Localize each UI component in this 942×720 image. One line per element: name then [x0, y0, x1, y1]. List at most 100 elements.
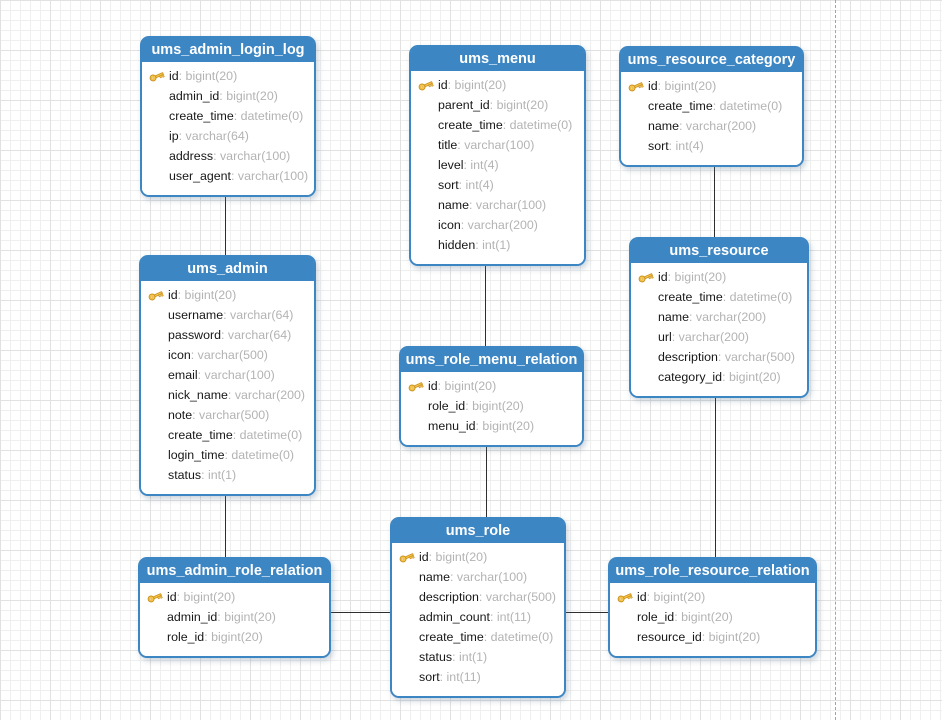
field-type: varchar(100) — [464, 138, 535, 152]
field-row-address[interactable]: addressvarchar(100) — [142, 146, 314, 166]
relationship-ums_role_menu_relation--ums_role[interactable] — [486, 445, 487, 519]
field-row-role_id[interactable]: role_idbigint(20) — [401, 396, 582, 416]
relationship-ums_admin_login_log--ums_admin[interactable] — [225, 195, 226, 257]
relationship-ums_admin_role_relation--ums_role[interactable] — [325, 612, 392, 613]
field-name: role_id — [167, 630, 211, 644]
field-row-name[interactable]: namevarchar(200) — [621, 116, 802, 136]
field-row-menu_id[interactable]: menu_idbigint(20) — [401, 416, 582, 436]
field-row-sort[interactable]: sortint(11) — [392, 667, 564, 687]
field-row-nick_name[interactable]: nick_namevarchar(200) — [141, 385, 314, 405]
field-row-name[interactable]: namevarchar(100) — [411, 195, 584, 215]
field-row-create_time[interactable]: create_timedatetime(0) — [621, 96, 802, 116]
field-row-level[interactable]: levelint(4) — [411, 155, 584, 175]
table-title: ums_menu — [459, 51, 536, 67]
field-name: icon — [168, 348, 198, 362]
field-row-name[interactable]: namevarchar(100) — [392, 567, 564, 587]
field-type: bigint(20) — [435, 550, 488, 564]
relationship-ums_resource_category--ums_resource[interactable] — [714, 165, 715, 239]
primary-key-icon — [148, 69, 166, 83]
table-header[interactable]: ums_resource_category — [621, 48, 802, 72]
table-ums_admin[interactable]: ums_admin idbigint(20)usernamevarchar(64)… — [139, 255, 316, 496]
field-row-resource_id[interactable]: resource_idbigint(20) — [610, 627, 815, 647]
field-row-url[interactable]: urlvarchar(200) — [631, 327, 807, 347]
field-name: login_time — [168, 448, 231, 462]
field-row-id[interactable]: idbigint(20) — [140, 587, 329, 607]
field-type: int(4) — [675, 139, 704, 153]
table-header[interactable]: ums_menu — [411, 47, 584, 71]
field-row-admin_id[interactable]: admin_idbigint(20) — [140, 607, 329, 627]
field-name: nick_name — [168, 388, 235, 402]
table-header[interactable]: ums_role_resource_relation — [610, 559, 815, 583]
field-row-title[interactable]: titlevarchar(100) — [411, 135, 584, 155]
relationship-ums_menu--ums_role_menu_relation[interactable] — [485, 264, 486, 348]
primary-key-icon — [147, 288, 165, 302]
relationship-ums_resource--ums_role_resource_relation[interactable] — [715, 396, 716, 559]
field-row-ip[interactable]: ipvarchar(64) — [142, 126, 314, 146]
field-row-status[interactable]: statusint(1) — [141, 465, 314, 485]
table-header[interactable]: ums_role — [392, 519, 564, 543]
field-type: datetime(0) — [231, 448, 295, 462]
table-header[interactable]: ums_resource — [631, 239, 807, 263]
table-ums_role_resource_relation[interactable]: ums_role_resource_relation idbigint(20)ro… — [608, 557, 817, 658]
table-ums_admin_login_log[interactable]: ums_admin_login_log idbigint(20)admin_idb… — [140, 36, 316, 197]
table-ums_menu[interactable]: ums_menuidbigint(20)parent_idbigint(20)c… — [409, 45, 586, 266]
field-type: varchar(500) — [197, 348, 268, 362]
field-row-username[interactable]: usernamevarchar(64) — [141, 305, 314, 325]
field-row-icon[interactable]: iconvarchar(500) — [141, 345, 314, 365]
field-row-admin_count[interactable]: admin_countint(11) — [392, 607, 564, 627]
field-name: name — [648, 119, 686, 133]
field-row-name[interactable]: namevarchar(200) — [631, 307, 807, 327]
table-title: ums_role_resource_relation — [615, 563, 810, 579]
field-row-create_time[interactable]: create_timedatetime(0) — [141, 425, 314, 445]
field-row-description[interactable]: descriptionvarchar(500) — [631, 347, 807, 367]
table-header[interactable]: ums_role_menu_relation — [401, 348, 582, 372]
field-type: bigint(20) — [472, 399, 524, 413]
field-row-admin_id[interactable]: admin_idbigint(20) — [142, 86, 314, 106]
table-field-list: idbigint(20)admin_idbigint(20)role_idbig… — [140, 583, 329, 656]
field-row-description[interactable]: descriptionvarchar(500) — [392, 587, 564, 607]
field-row-create_time[interactable]: create_timedatetime(0) — [411, 115, 584, 135]
field-row-id[interactable]: idbigint(20) — [392, 547, 564, 567]
table-header[interactable]: ums_admin_role_relation — [140, 559, 329, 583]
field-row-create_time[interactable]: create_timedatetime(0) — [631, 287, 807, 307]
field-type: bigint(20) — [224, 610, 276, 624]
field-row-sort[interactable]: sortint(4) — [621, 136, 802, 156]
table-ums_resource_category[interactable]: ums_resource_category idbigint(20)create_… — [619, 46, 804, 167]
field-row-password[interactable]: passwordvarchar(64) — [141, 325, 314, 345]
field-type: int(1) — [482, 238, 511, 252]
field-row-note[interactable]: notevarchar(500) — [141, 405, 314, 425]
field-row-role_id[interactable]: role_idbigint(20) — [140, 627, 329, 647]
table-header[interactable]: ums_admin — [141, 257, 314, 281]
table-ums_role_menu_relation[interactable]: ums_role_menu_relation idbigint(20)role_i… — [399, 346, 584, 447]
table-ums_admin_role_relation[interactable]: ums_admin_role_relation idbigint(20)admin… — [138, 557, 331, 658]
field-row-category_id[interactable]: category_idbigint(20) — [631, 367, 807, 387]
field-name: title — [438, 138, 464, 152]
field-row-user_agent[interactable]: user_agentvarchar(100) — [142, 166, 314, 186]
field-row-id[interactable]: idbigint(20) — [401, 376, 582, 396]
field-name: parent_id — [438, 98, 497, 112]
table-ums_resource[interactable]: ums_resource idbigint(20)create_timedatet… — [629, 237, 809, 398]
field-row-create_time[interactable]: create_timedatetime(0) — [142, 106, 314, 126]
field-row-email[interactable]: emailvarchar(100) — [141, 365, 314, 385]
field-name: create_time — [438, 118, 510, 132]
page-break-line — [835, 0, 836, 720]
field-row-id[interactable]: idbigint(20) — [621, 76, 802, 96]
relationship-ums_admin--ums_admin_role_relation[interactable] — [225, 494, 226, 559]
field-row-id[interactable]: idbigint(20) — [411, 75, 584, 95]
table-header[interactable]: ums_admin_login_log — [142, 38, 314, 62]
field-row-id[interactable]: idbigint(20) — [631, 267, 807, 287]
field-row-login_time[interactable]: login_timedatetime(0) — [141, 445, 314, 465]
field-row-hidden[interactable]: hiddenint(1) — [411, 235, 584, 255]
field-row-id[interactable]: idbigint(20) — [610, 587, 815, 607]
relationship-ums_role--ums_role_resource_relation[interactable] — [560, 612, 610, 613]
field-row-status[interactable]: statusint(1) — [392, 647, 564, 667]
field-row-parent_id[interactable]: parent_idbigint(20) — [411, 95, 584, 115]
field-row-role_id[interactable]: role_idbigint(20) — [610, 607, 815, 627]
field-row-icon[interactable]: iconvarchar(200) — [411, 215, 584, 235]
field-row-create_time[interactable]: create_timedatetime(0) — [392, 627, 564, 647]
field-row-sort[interactable]: sortint(4) — [411, 175, 584, 195]
field-type: varchar(500) — [724, 350, 796, 364]
table-ums_role[interactable]: ums_role idbigint(20)namevarchar(100)desc… — [390, 517, 566, 698]
field-row-id[interactable]: idbigint(20) — [142, 66, 314, 86]
field-row-id[interactable]: idbigint(20) — [141, 285, 314, 305]
